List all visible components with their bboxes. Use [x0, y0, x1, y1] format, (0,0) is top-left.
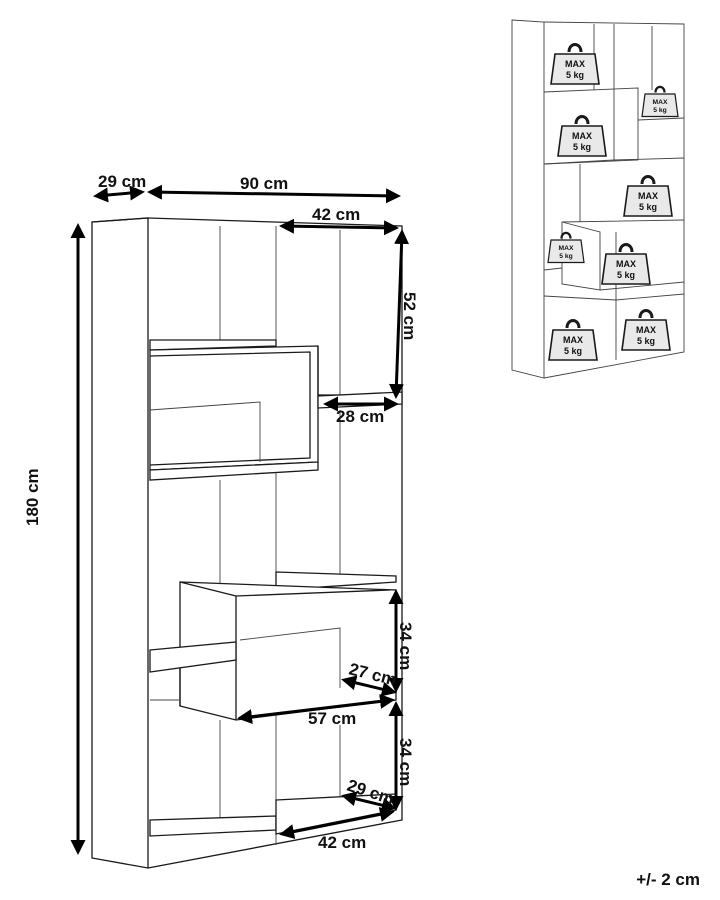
- mid-depth-arrow: [341, 675, 397, 697]
- svg-text:5 kg: 5 kg: [617, 270, 635, 280]
- tolerance-note: +/- 2 cm: [636, 870, 700, 889]
- height-label: 180 cm: [23, 468, 42, 526]
- svg-text:5 kg: 5 kg: [566, 70, 584, 80]
- top-width-arrow: [279, 218, 399, 236]
- svg-text:5 kg: 5 kg: [653, 107, 667, 114]
- svg-text:5 kg: 5 kg: [564, 346, 582, 356]
- dimension-arrows: [70, 184, 410, 855]
- depth-arrow: [93, 185, 145, 203]
- width-arrow: [147, 184, 401, 204]
- mid-height-label: 34 cm: [396, 622, 415, 670]
- bottom-depth-arrow: [341, 791, 397, 813]
- top-height-label: 52 cm: [400, 292, 419, 340]
- shelf: [149, 641, 237, 673]
- load-capacity-diagram: MAX 5 kg MAX 5 kg MAX 5 kg MAX 5 kg MAX …: [511, 19, 685, 379]
- svg-text:MAX: MAX: [572, 131, 592, 141]
- depth-label: 29 cm: [98, 172, 146, 191]
- weight-icon: MAX 5 kg: [556, 115, 608, 158]
- bookcase-main: [91, 217, 403, 869]
- lower-box-width-label: 57 cm: [308, 709, 356, 728]
- width-label: 90 cm: [240, 174, 288, 193]
- svg-text:MAX: MAX: [563, 335, 583, 345]
- front-frame: [147, 217, 403, 869]
- svg-text:MAX: MAX: [653, 99, 668, 106]
- weight-icon: MAX 5 kg: [600, 243, 652, 286]
- svg-text:MAX: MAX: [616, 259, 636, 269]
- bottom-height-label: 34 cm: [396, 738, 415, 786]
- dimension-labels: 29 cm 90 cm 42 cm 52 cm 28 cm 180 cm 34 …: [23, 172, 419, 852]
- top-height-arrow: [388, 229, 410, 399]
- svg-text:MAX: MAX: [559, 245, 574, 252]
- weight-icon: MAX 5 kg: [622, 175, 674, 218]
- weight-icon: MAX 5 kg: [549, 43, 601, 86]
- weight-icon: MAX 5 kg: [547, 319, 599, 362]
- shelf: [275, 571, 397, 591]
- bottom-width-label: 42 cm: [318, 833, 366, 852]
- top-width-label: 42 cm: [312, 205, 360, 224]
- svg-text:MAX: MAX: [636, 325, 656, 335]
- svg-text:5 kg: 5 kg: [637, 336, 655, 346]
- lower-box-width-arrow: [237, 693, 395, 725]
- side-panel: [91, 217, 149, 869]
- svg-text:5 kg: 5 kg: [639, 202, 657, 212]
- shelf: [149, 339, 277, 351]
- box-depth-label: 28 cm: [336, 407, 384, 426]
- svg-text:5 kg: 5 kg: [573, 142, 591, 152]
- svg-text:5 kg: 5 kg: [559, 253, 573, 260]
- weight-icon: MAX 5 kg: [620, 309, 672, 352]
- svg-text:MAX: MAX: [638, 191, 658, 201]
- weight-icon: MAX 5 kg: [640, 85, 680, 118]
- shelf: [149, 815, 277, 837]
- weight-icon: MAX 5 kg: [546, 231, 586, 264]
- shelf: [149, 461, 319, 481]
- svg-text:MAX: MAX: [565, 59, 585, 69]
- bottom-width-arrow: [279, 806, 395, 840]
